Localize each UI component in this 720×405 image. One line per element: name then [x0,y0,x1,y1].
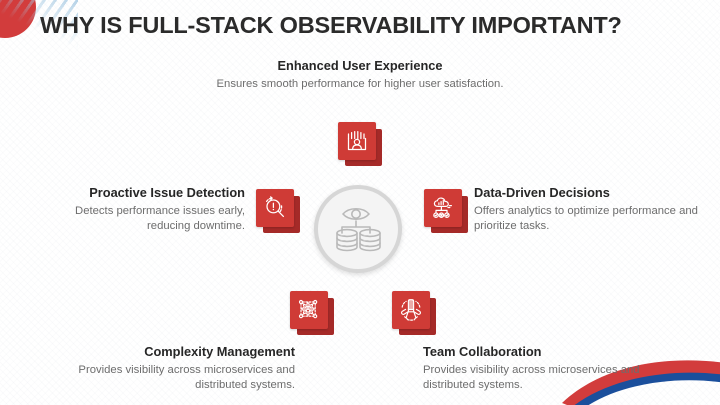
magnifier-alert-icon [265,196,285,218]
page-title: WHY IS FULL-STACK OBSERVABILITY IMPORTAN… [40,12,622,38]
icon-data-driven-decisions[interactable] [424,189,468,233]
gear-network-icon [298,299,318,319]
text-complexity-management: Complexity Management Provides visibilit… [60,344,295,393]
user-group-icon [347,130,367,151]
cloud-analytics-icon [433,197,453,219]
node-heading: Team Collaboration [423,344,542,359]
node-heading: Data-Driven Decisions [474,185,610,200]
node-heading: Enhanced User Experience [277,58,443,73]
icon-card [392,291,430,329]
icon-card [338,122,376,160]
node-description: Provides visibility across microservices… [423,363,640,392]
icon-team-collaboration[interactable] [392,291,436,335]
node-description: Offers analytics to optimize performance… [474,204,698,233]
icon-complexity-management[interactable] [290,291,334,335]
icon-proactive-issue-detection[interactable] [256,189,300,233]
icon-card [290,291,328,329]
node-description: Ensures smooth performance for higher us… [216,77,504,90]
icon-enhanced-user-experience[interactable] [338,122,382,166]
node-description: Provides visibility across microservices… [78,363,295,392]
bottom-right-decoration [550,349,720,405]
teamwork-hands-icon [400,299,422,321]
top-left-decoration [0,0,78,78]
swoosh-icon [562,360,720,405]
text-proactive-issue-detection: Proactive Issue Detection Detects perfor… [30,185,245,234]
eye-database-icon [336,207,381,252]
node-description: Detects performance issues early, reduci… [75,204,245,233]
diagonal-stripes-decoration [0,0,78,54]
icon-card [256,189,294,227]
center-observability-emblem [314,185,402,273]
node-heading: Proactive Issue Detection [89,185,245,200]
text-data-driven-decisions: Data-Driven Decisions Offers analytics t… [474,185,699,234]
text-team-collaboration: Team Collaboration Provides visibility a… [423,344,658,393]
icon-card [424,189,462,227]
text-enhanced-user-experience: Enhanced User Experience Ensures smooth … [215,58,505,92]
node-heading: Complexity Management [144,344,295,359]
